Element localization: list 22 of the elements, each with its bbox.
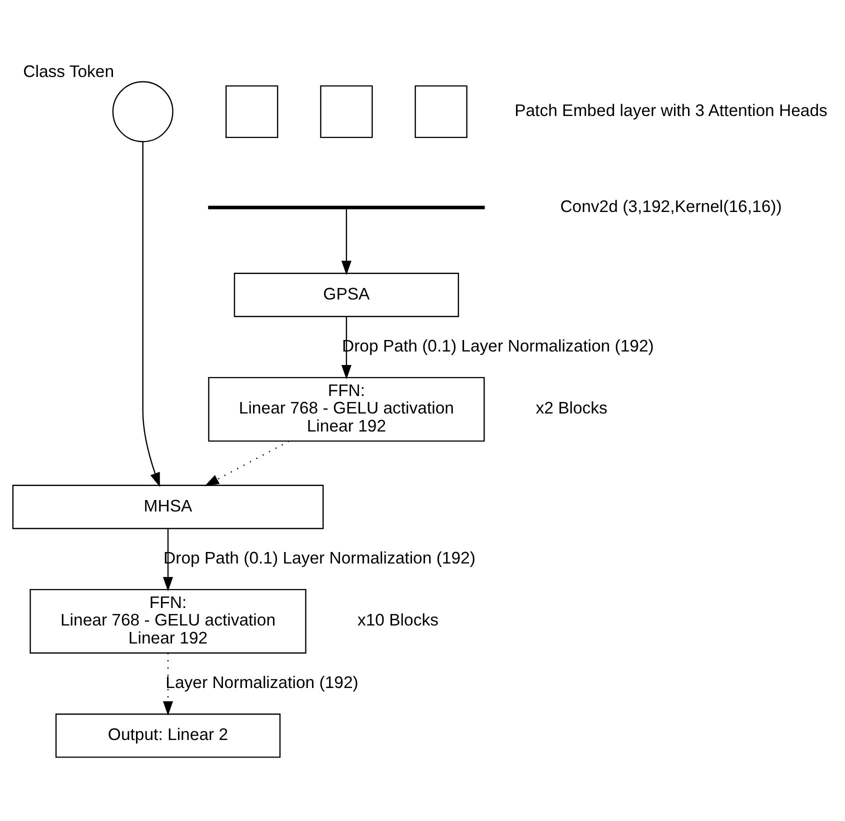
node-circle — [112, 81, 174, 142]
arrow — [341, 316, 352, 380]
node-box: GPSA — [234, 272, 460, 318]
node-label: Class Token — [23, 62, 114, 82]
arrow — [142, 142, 160, 488]
label: x10 Blocks — [357, 610, 438, 630]
node-bar — [208, 206, 485, 210]
node-box — [414, 85, 468, 138]
arrow — [162, 653, 174, 716]
node-box — [226, 85, 278, 138]
arrow — [204, 440, 290, 486]
node-box: FFN: Linear 768 - GELU activation Linear 192 — [208, 376, 485, 442]
edge-label: Layer Normalization (192) — [166, 672, 358, 692]
node-box: FFN: Linear 768 - GELU activation Linear 192 — [30, 588, 306, 654]
node-box: Output: Linear 2 — [55, 714, 281, 758]
label: Patch Embed layer with 3 Attention Heads — [514, 101, 828, 120]
label: Conv2d (3,192,Kernel(16,16)) — [560, 196, 782, 216]
node-box: MHSA — [12, 484, 324, 530]
label: x2 Blocks — [536, 398, 608, 418]
node-box — [320, 85, 373, 138]
arrow — [162, 528, 174, 592]
arrow — [341, 208, 352, 276]
